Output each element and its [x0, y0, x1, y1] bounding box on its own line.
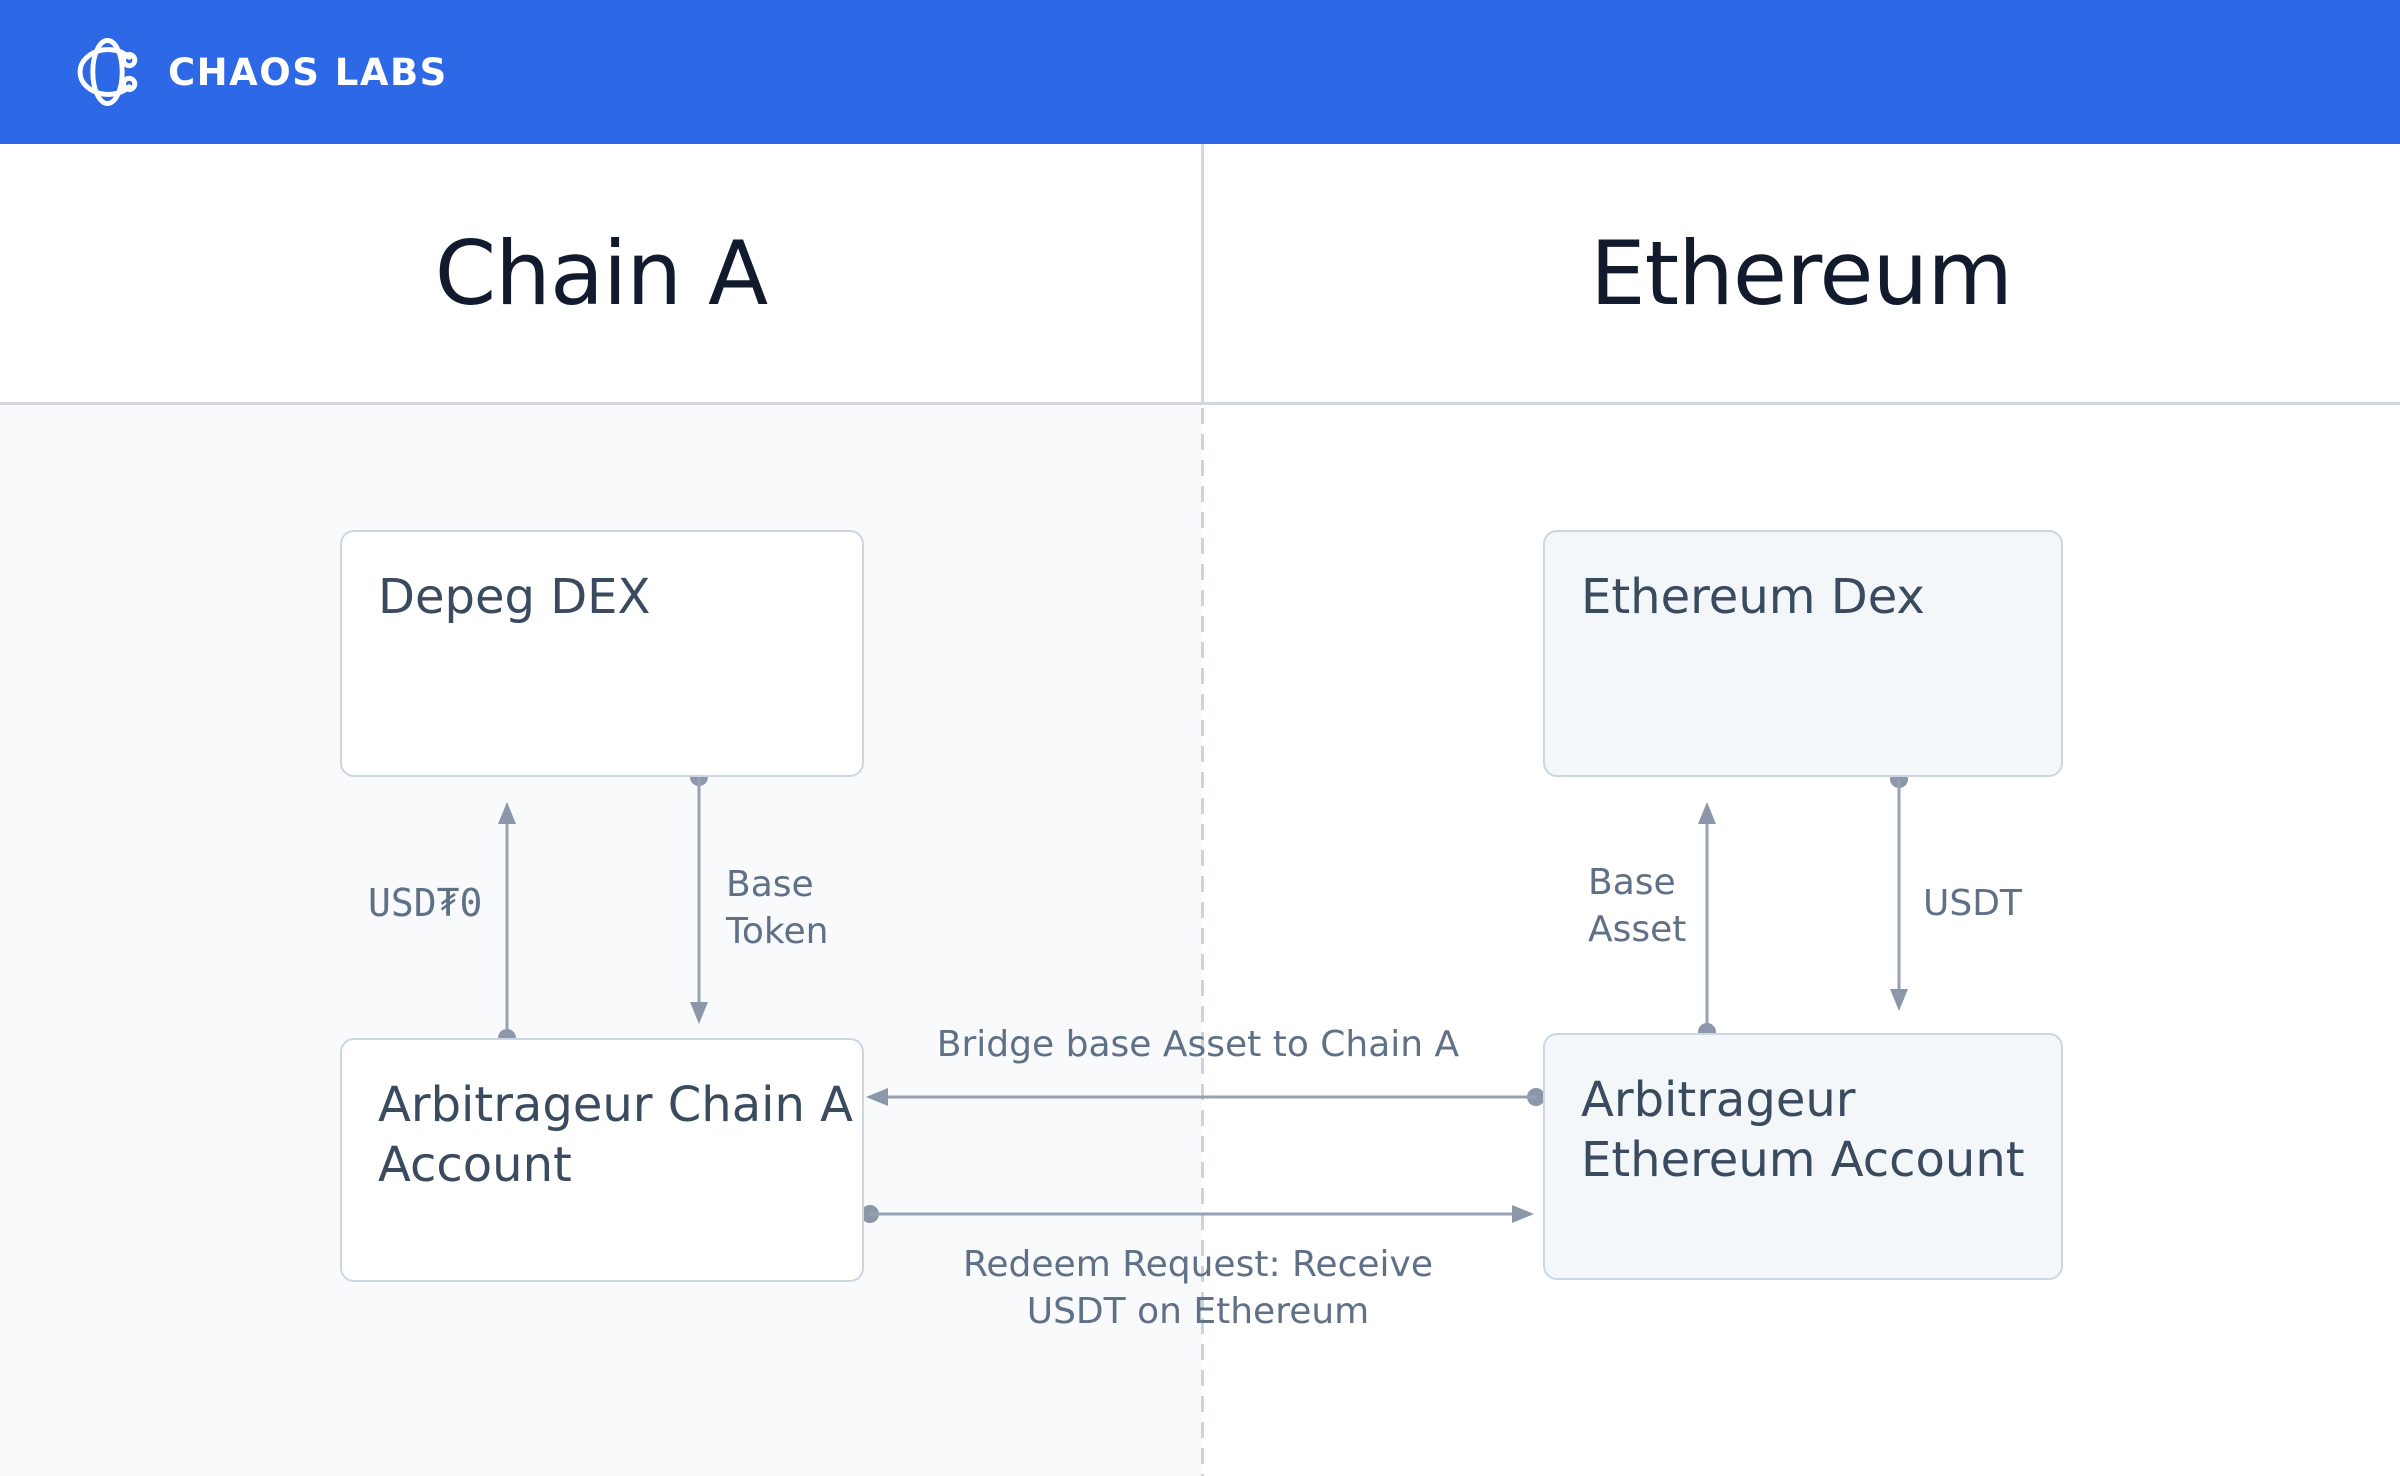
arbitrageur-chain-a-account-label-line1: Arbitrageur Chain A	[378, 1077, 853, 1133]
ethereum-dex-box: Ethereum Dex	[1543, 530, 2063, 777]
redeem-arrow-label-line2: USDT on Ethereum	[1026, 1291, 1370, 1332]
redeem-arrow-label-line1: Redeem Request: Receive	[963, 1244, 1433, 1285]
base-asset-arrow-label-line1: Base	[1588, 862, 1676, 903]
arbitrageur-ethereum-account-label-line2: Ethereum Account	[1581, 1131, 2025, 1188]
base-token-arrow-label-line1: Base	[726, 864, 814, 905]
bridge-arrow-label: Bridge base Asset to Chain A	[936, 1024, 1460, 1065]
column-title-row: Chain A Ethereum	[0, 144, 2400, 402]
ethereum-title: Ethereum	[1590, 221, 2013, 325]
chain-a-title: Chain A	[434, 221, 769, 325]
title-underline	[0, 402, 2400, 405]
arbitrageur-ethereum-account-box: Arbitrageur Ethereum Account	[1543, 1033, 2063, 1280]
base-token-arrow-label-line2: Token	[726, 911, 829, 952]
column-divider-solid	[1201, 144, 1204, 402]
ethereum-dex-label: Ethereum Dex	[1581, 569, 1925, 625]
brand-text: CHAOS LABS	[168, 50, 448, 94]
base-asset-up-arrow	[1698, 802, 1716, 1041]
redeem-arrow-label: Redeem Request: Receive USDT on Ethereum	[858, 1241, 1538, 1335]
base-token-arrow-label: Base Token	[726, 861, 828, 955]
depeg-dex-box: Depeg DEX	[340, 530, 864, 777]
usdt-arrow-label: USDT	[1923, 883, 2022, 924]
arbitrageur-chain-a-account-label-line2: Account	[378, 1136, 572, 1193]
usdt0-arrow-label: USD₮0	[368, 881, 483, 925]
usdt-down-arrow	[1890, 770, 1908, 1011]
depeg-dex-label: Depeg DEX	[378, 569, 651, 625]
base-asset-arrow-label: Base Asset	[1588, 859, 1686, 953]
arbitrageur-chain-a-account-box: Arbitrageur Chain A Account	[340, 1038, 864, 1282]
base-asset-arrow-label-line2: Asset	[1588, 909, 1687, 950]
arbitrageur-ethereum-account-label-line1: Arbitrageur	[1581, 1072, 1856, 1128]
header-bar: CHAOS LABS	[0, 0, 2400, 144]
chaos-labs-logo-icon	[77, 38, 138, 106]
